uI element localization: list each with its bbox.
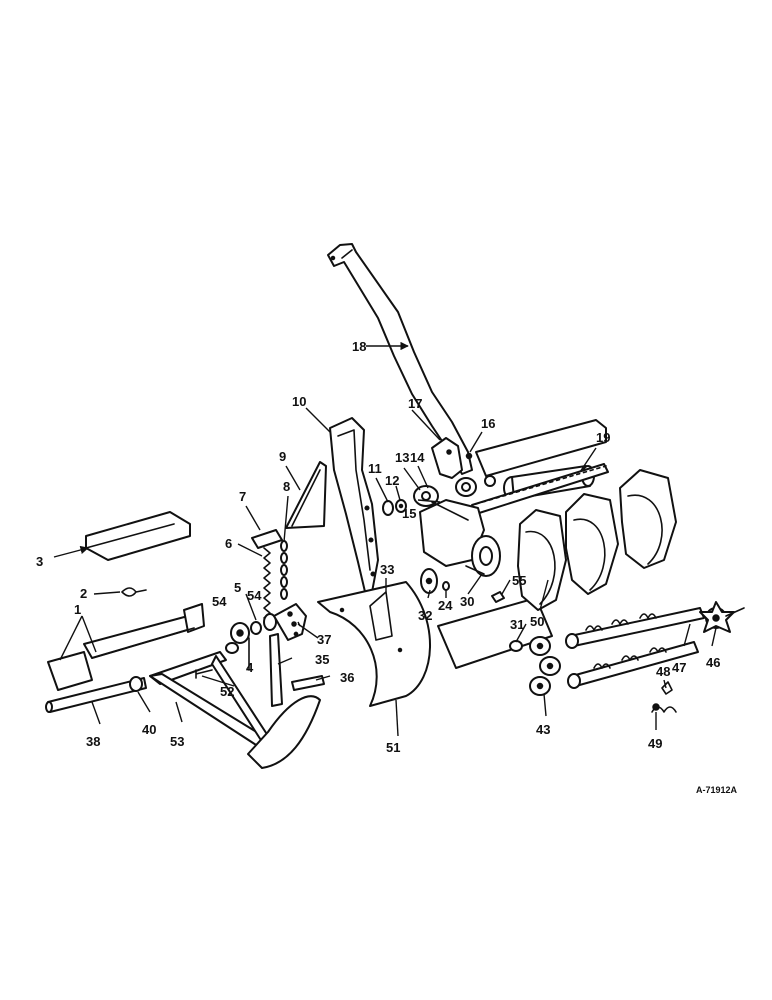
star-hub-part-46 [699, 601, 745, 633]
callout-16: 16 [481, 416, 495, 431]
clip-part-55 [491, 591, 505, 603]
callout-35: 35 [315, 652, 329, 667]
callout-17: 17 [408, 396, 422, 411]
callout-46: 46 [706, 655, 720, 670]
washer-part-24 [442, 581, 450, 591]
center-plate [413, 485, 485, 567]
a-frame-part-53 [149, 651, 321, 769]
reference-number: A-71912A [696, 785, 738, 795]
guard-part-33-51 [317, 581, 431, 707]
callout-50: 50 [530, 614, 544, 629]
callout-14: 14 [410, 450, 425, 465]
callout-12: 12 [385, 473, 399, 488]
wheel-part-30 [465, 535, 501, 577]
triangular-plate-part-9 [285, 461, 327, 529]
callout-33: 33 [380, 562, 394, 577]
callout-54-right: 54 [247, 588, 262, 603]
callout-1: 1 [74, 602, 81, 617]
spring-part-49 [651, 703, 677, 713]
callout-19: 19 [596, 430, 610, 445]
callout-40: 40 [142, 722, 156, 737]
callout-32: 32 [418, 608, 432, 623]
callout-11: 11 [368, 461, 382, 476]
callout-18: 18 [352, 339, 366, 354]
disc-part-32 [420, 568, 438, 594]
spring-part-6 [263, 547, 271, 619]
callout-30: 30 [460, 594, 474, 609]
callout-6: 6 [225, 536, 232, 551]
rod-part-36 [291, 675, 325, 691]
shield-part-3 [85, 511, 191, 561]
callout-54-left: 54 [212, 594, 227, 609]
callout-7: 7 [239, 489, 246, 504]
callout-36: 36 [340, 670, 354, 685]
bushing-part-40 [129, 676, 143, 692]
chain-part-8 [280, 540, 288, 600]
bracket-part-7 [251, 529, 283, 549]
sleeve-part-31 [509, 640, 523, 652]
hub-part-54-5 [225, 613, 277, 654]
callout-labels: 18 10 9 8 7 6 5 54 54 4 3 2 1 11 12 13 1… [36, 339, 738, 795]
callout-5: 5 [234, 580, 241, 595]
callout-13: 13 [395, 450, 409, 465]
callout-4: 4 [246, 660, 254, 675]
tine-bands-part-50 [517, 469, 677, 611]
callout-55: 55 [512, 573, 526, 588]
callout-52: 52 [220, 684, 234, 699]
callout-31: 31 [510, 617, 524, 632]
callout-49: 49 [648, 736, 662, 751]
callout-51: 51 [386, 740, 400, 755]
lever-arm-part-18 [327, 243, 473, 475]
side-plate-part-10 [329, 417, 379, 597]
leader-lines [53, 341, 717, 737]
callout-53: 53 [170, 734, 184, 749]
flat-panel [437, 597, 553, 669]
callout-15: 15 [402, 506, 416, 521]
plate-part-37 [273, 603, 307, 641]
callout-10: 10 [292, 394, 306, 409]
callout-37: 37 [317, 632, 331, 647]
callout-2: 2 [80, 586, 87, 601]
callout-47: 47 [672, 660, 686, 675]
bracket-part-17 [431, 437, 473, 479]
frame-part-1 [47, 603, 205, 691]
bar-part-35 [269, 633, 283, 707]
callout-48: 48 [656, 664, 670, 679]
callout-43: 43 [536, 722, 550, 737]
callout-3: 3 [36, 554, 43, 569]
callout-24: 24 [438, 598, 453, 613]
callout-9: 9 [279, 449, 286, 464]
callout-8: 8 [283, 479, 290, 494]
rod-part-38 [45, 677, 147, 713]
callout-38: 38 [86, 734, 100, 749]
clip-part-2 [121, 587, 147, 597]
bolt-part-52 [195, 669, 213, 679]
pin-part-48 [661, 681, 673, 695]
spring-shaft-part-47 [565, 607, 705, 689]
bearing-cluster-part-43 [529, 636, 561, 696]
